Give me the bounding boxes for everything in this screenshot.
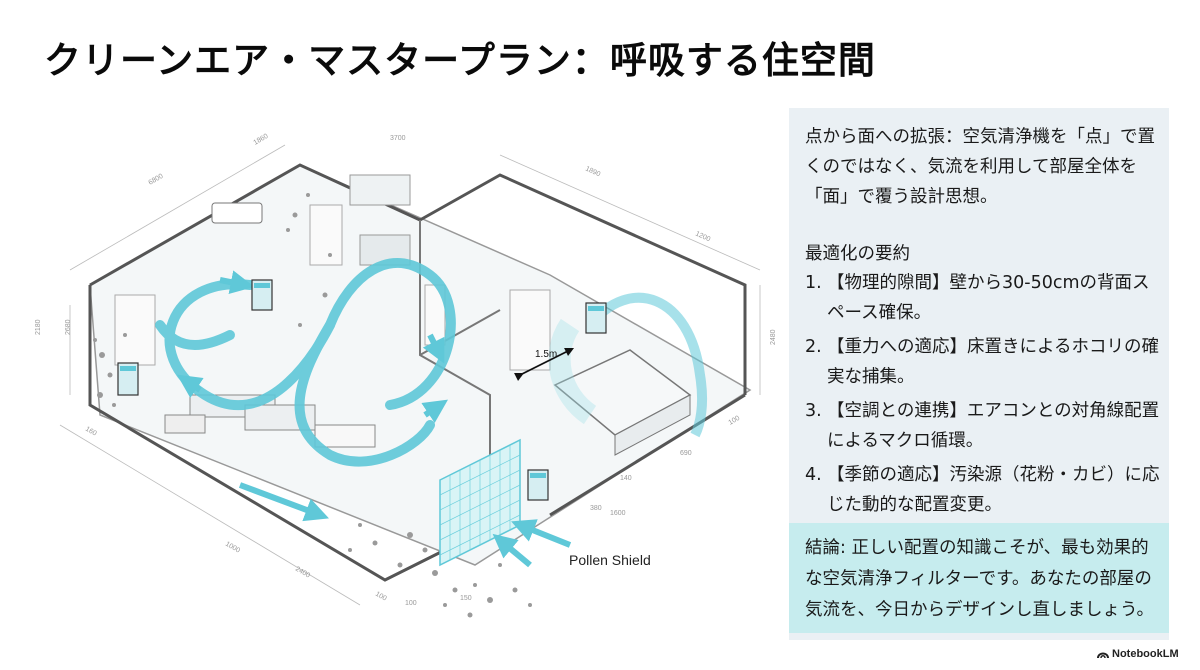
- svg-text:1000: 1000: [224, 541, 241, 555]
- summary-item: 3.【空調との連携】エアコンとの対角線配置によるマクロ循環。: [805, 401, 1160, 451]
- svg-text:690: 690: [680, 450, 692, 457]
- bedroom-airflow-arc: [586, 292, 708, 438]
- distance-marker: [513, 347, 575, 382]
- conclusion-text: 結論: 正しい配置の知識こそが、最も効果的な空気清浄フィルターです。あなたの部屋…: [805, 538, 1154, 620]
- lead-text: 点から面への拡張：空気清浄機を「点」で置くのではなく、気流を利用して部屋全体を「…: [805, 127, 1155, 207]
- summary-heading: 最適化の要約: [805, 244, 910, 264]
- airflow-loop: [155, 258, 456, 467]
- brand-logo: NotebookLM: [1097, 648, 1179, 660]
- svg-text:2400: 2400: [294, 566, 311, 580]
- summary-item: 4.【季節の適応】汚染源（花粉・カビ）に応じた動的な配置変更。: [805, 465, 1160, 515]
- svg-text:2480: 2480: [770, 329, 777, 345]
- air-purifier-entrance: [527, 469, 549, 501]
- svg-text:160: 160: [84, 426, 98, 438]
- svg-text:3700: 3700: [390, 135, 406, 142]
- page-title: クリーンエア・マスタープラン：呼吸する住空間: [44, 39, 876, 82]
- air-purifier-corner: [117, 362, 139, 396]
- svg-text:150: 150: [460, 595, 472, 602]
- svg-text:1860: 1860: [253, 133, 270, 147]
- svg-text:6800: 6800: [148, 173, 165, 187]
- svg-text:2180: 2180: [35, 319, 42, 335]
- svg-text:100: 100: [374, 591, 388, 603]
- pollen-particles: [93, 193, 532, 618]
- inner-wall: [419, 220, 491, 490]
- summary-item: 2.【重力への適応】床置きによるホコリの確実な捕集。: [805, 337, 1159, 387]
- svg-text:140: 140: [620, 475, 632, 482]
- svg-text:1600: 1600: [610, 510, 626, 517]
- svg-text:100: 100: [728, 415, 742, 427]
- air-purifier-bedroom: [585, 302, 607, 334]
- air-conditioner: [211, 202, 263, 224]
- notebooklm-icon: [1097, 652, 1109, 659]
- summary-list: 1.【物理的隙間】壁から30-50cmの背面スペース確保。 2.【重力への適応】…: [805, 268, 1165, 524]
- conclusion-box: [789, 523, 1169, 633]
- window: [114, 294, 156, 366]
- pollen-shield-label: Pollen Shield: [569, 552, 651, 568]
- kitchen-cabinets: [349, 174, 411, 206]
- svg-text:1890: 1890: [584, 165, 601, 178]
- air-purifier-living: [251, 279, 273, 311]
- floorplan-illustration: 1.5m Pollen Shield 6800 1860 3700 1890 1…: [35, 133, 777, 618]
- distance-label: 1.5m: [535, 349, 557, 360]
- airflow-arrows: [177, 270, 572, 568]
- summary-item: 1.【物理的隙間】壁から30-50cmの背面スペース確保。: [805, 273, 1150, 323]
- svg-text:100: 100: [405, 600, 417, 607]
- svg-text:2680: 2680: [65, 319, 72, 335]
- dimension-lines: [59, 144, 761, 606]
- dining-table: [314, 424, 376, 448]
- svg-text:1200: 1200: [694, 230, 711, 243]
- svg-text:380: 380: [590, 505, 602, 512]
